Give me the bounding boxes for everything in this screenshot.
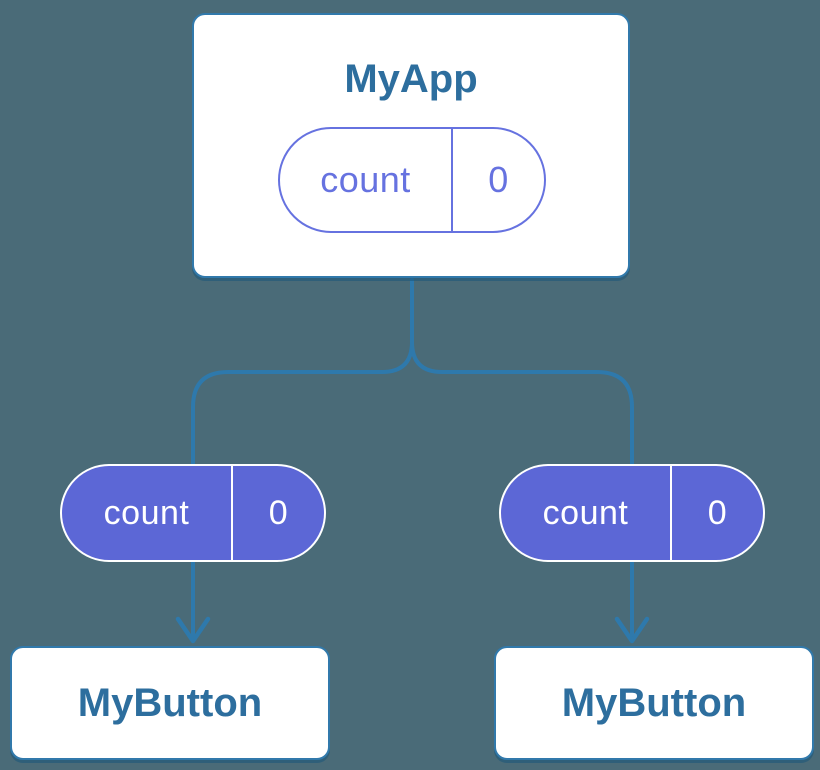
root-state-pill: count 0	[278, 127, 546, 233]
root-state-label: count	[280, 129, 453, 231]
arrowhead-left-icon	[175, 616, 211, 644]
left-prop-value: 0	[268, 493, 289, 532]
right-prop-value: 0	[707, 493, 728, 532]
connector-left-branch	[191, 278, 414, 639]
left-prop-pill: count 0	[60, 464, 326, 562]
right-child-component-box: MyButton	[494, 646, 814, 760]
arrowhead-right-icon	[614, 616, 650, 644]
root-state-value: 0	[488, 159, 509, 200]
left-child-component-title: MyButton	[77, 681, 263, 725]
left-prop-label: count	[62, 466, 233, 560]
right-child-component-title: MyButton	[561, 681, 747, 725]
root-component-title: MyApp	[344, 57, 478, 101]
left-child-component-box: MyButton	[10, 646, 330, 760]
right-prop-label: count	[501, 466, 672, 560]
connector-right-branch	[410, 278, 634, 639]
right-prop-pill: count 0	[499, 464, 765, 562]
